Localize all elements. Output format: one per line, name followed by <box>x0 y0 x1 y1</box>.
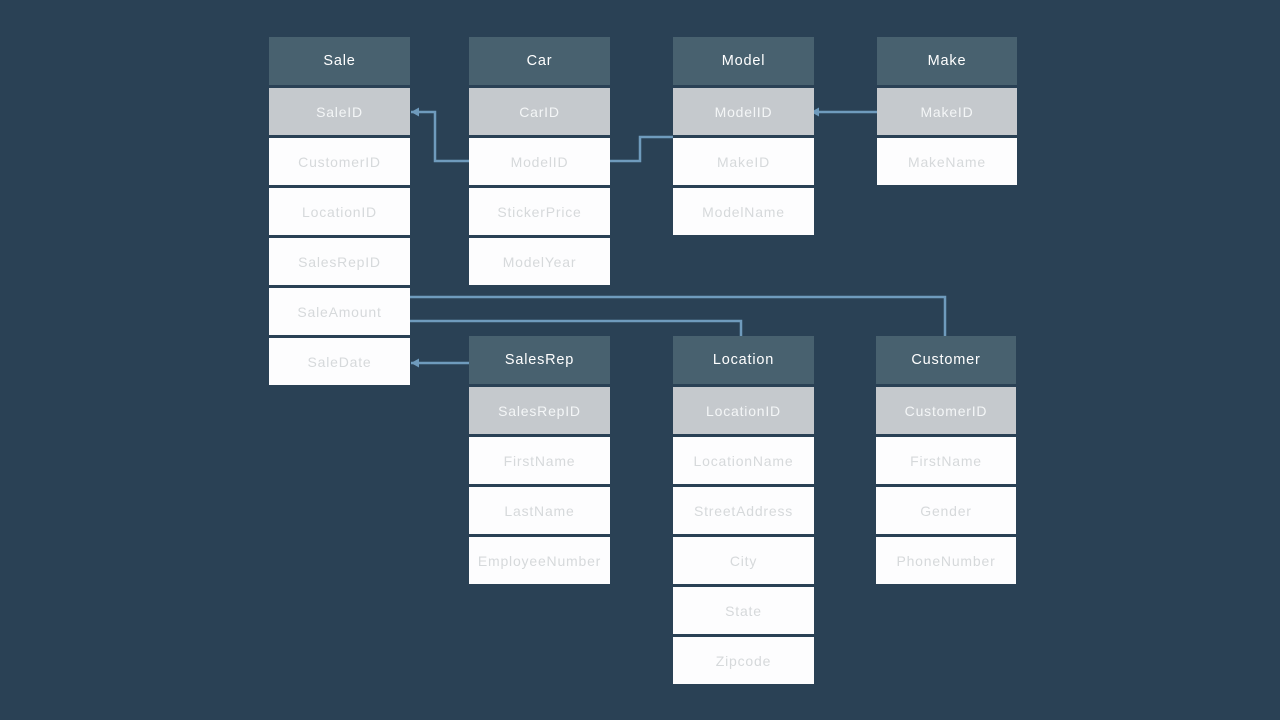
connector-arrowhead-sale-saledate-to-salesrep <box>411 358 419 368</box>
field-row-salesrep: EmployeeNumber <box>469 537 610 584</box>
field-row-key-customer: CustomerID <box>876 387 1016 434</box>
field-row-key-location: LocationID <box>673 387 814 434</box>
table-title-car: Car <box>469 37 610 85</box>
field-row-model: ModelName <box>673 188 814 235</box>
field-row-customer: FirstName <box>876 437 1016 484</box>
connector-sale-to-location <box>410 319 743 343</box>
table-title-customer: Customer <box>876 336 1016 384</box>
table-title-salesrep: SalesRep <box>469 336 610 384</box>
connector-car-modelid-to-model <box>609 135 673 163</box>
field-row-location: StreetAddress <box>673 487 814 534</box>
field-row-location: LocationName <box>673 437 814 484</box>
field-row-key-sale: SaleID <box>269 88 410 135</box>
field-row-car: ModelYear <box>469 238 610 285</box>
field-row-key-salesrep: SalesRepID <box>469 387 610 434</box>
field-row-location: State <box>673 587 814 634</box>
field-row-customer: PhoneNumber <box>876 537 1016 584</box>
field-row-location: Zipcode <box>673 637 814 684</box>
field-row-sale: SaleDate <box>269 338 410 385</box>
field-row-key-make: MakeID <box>877 88 1017 135</box>
field-row-sale: LocationID <box>269 188 410 235</box>
table-title-location: Location <box>673 336 814 384</box>
field-row-location: City <box>673 537 814 584</box>
field-row-car: ModelID <box>469 138 610 185</box>
field-row-car: StickerPrice <box>469 188 610 235</box>
connector-sale-to-customer <box>410 295 947 343</box>
connector-arrowhead-sale-saleid-to-car-modelid <box>411 107 419 117</box>
field-row-salesrep: LastName <box>469 487 610 534</box>
field-row-key-car: CarID <box>469 88 610 135</box>
field-row-key-model: ModelID <box>673 88 814 135</box>
field-row-sale: SalesRepID <box>269 238 410 285</box>
field-row-model: MakeID <box>673 138 814 185</box>
table-title-model: Model <box>673 37 814 85</box>
table-title-make: Make <box>877 37 1017 85</box>
field-row-salesrep: FirstName <box>469 437 610 484</box>
connector-arrowhead-model-modelid-to-make-makeid <box>811 107 819 117</box>
field-row-sale: CustomerID <box>269 138 410 185</box>
field-row-make: MakeName <box>877 138 1017 185</box>
field-row-customer: Gender <box>876 487 1016 534</box>
connector-sale-saleid-to-car-modelid <box>411 110 469 163</box>
field-row-sale: SaleAmount <box>269 288 410 335</box>
table-title-sale: Sale <box>269 37 410 85</box>
